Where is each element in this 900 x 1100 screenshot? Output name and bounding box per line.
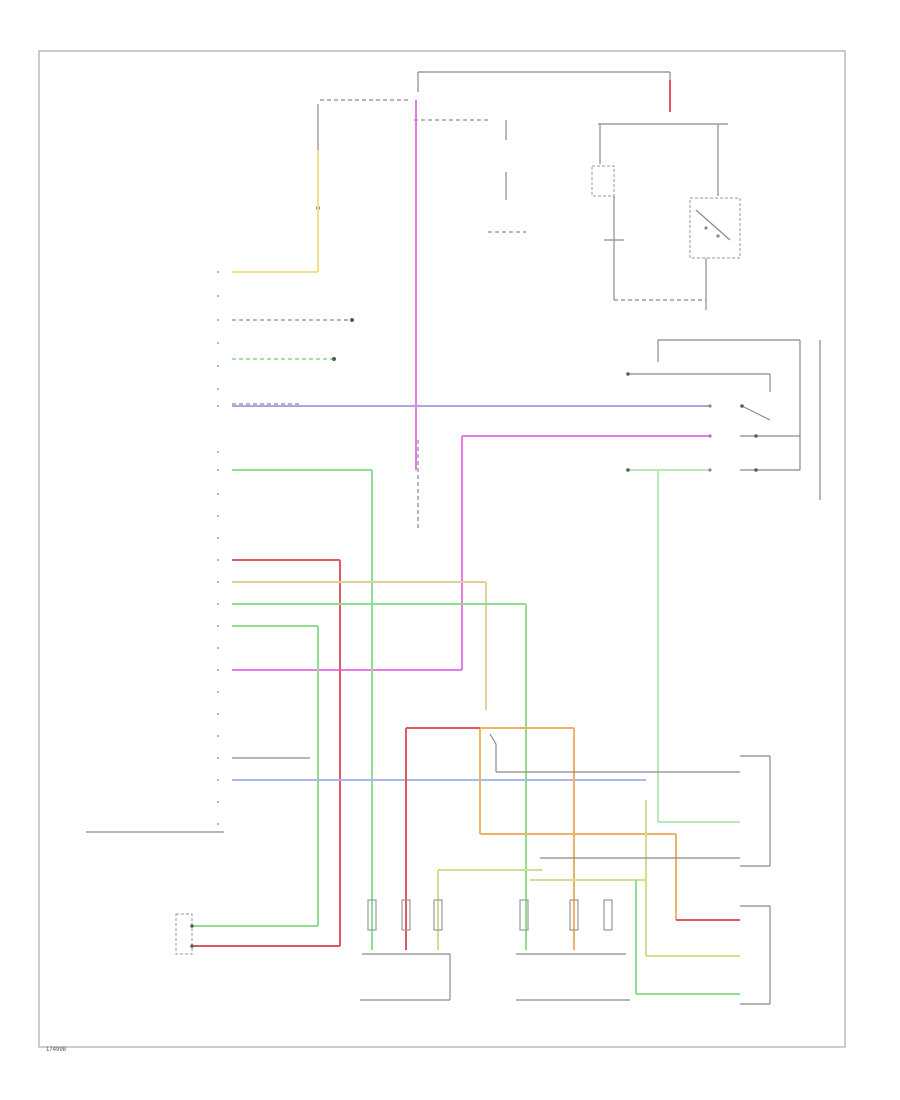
right-connector-upper <box>740 755 771 867</box>
wire-pink <box>232 435 710 671</box>
switch-assembly <box>626 339 821 500</box>
relay-box-left <box>591 123 728 300</box>
wire-yellowgreen <box>437 800 740 957</box>
diagram-frame <box>38 50 846 1048</box>
footer-code: 174998 <box>46 1047 67 1053</box>
bottom-module-left <box>360 899 451 1001</box>
wire-lightgreen-end <box>332 357 336 361</box>
wire-orange <box>479 727 740 950</box>
bottom-module-right <box>516 899 630 1001</box>
wire-gray-center <box>489 733 740 859</box>
module-pins <box>217 271 219 825</box>
wire-row-dashed-end <box>350 318 354 322</box>
relay-box-right <box>689 197 741 300</box>
wire-green-mid <box>232 603 527 950</box>
ignition-switch <box>316 99 408 210</box>
wire-green-lower <box>192 625 319 927</box>
fuse-block-top <box>414 71 671 233</box>
wire-lightgreen-right <box>626 469 740 823</box>
wire-red-center <box>405 727 480 950</box>
wire-tan <box>232 581 487 710</box>
wire-red-pin <box>192 559 341 947</box>
wire-green-bottom-right <box>635 880 740 995</box>
sensor-left-bottom <box>175 913 194 955</box>
wire-green-left <box>232 469 373 950</box>
wire-yellow <box>232 150 319 273</box>
right-connector-lower <box>740 905 771 1005</box>
